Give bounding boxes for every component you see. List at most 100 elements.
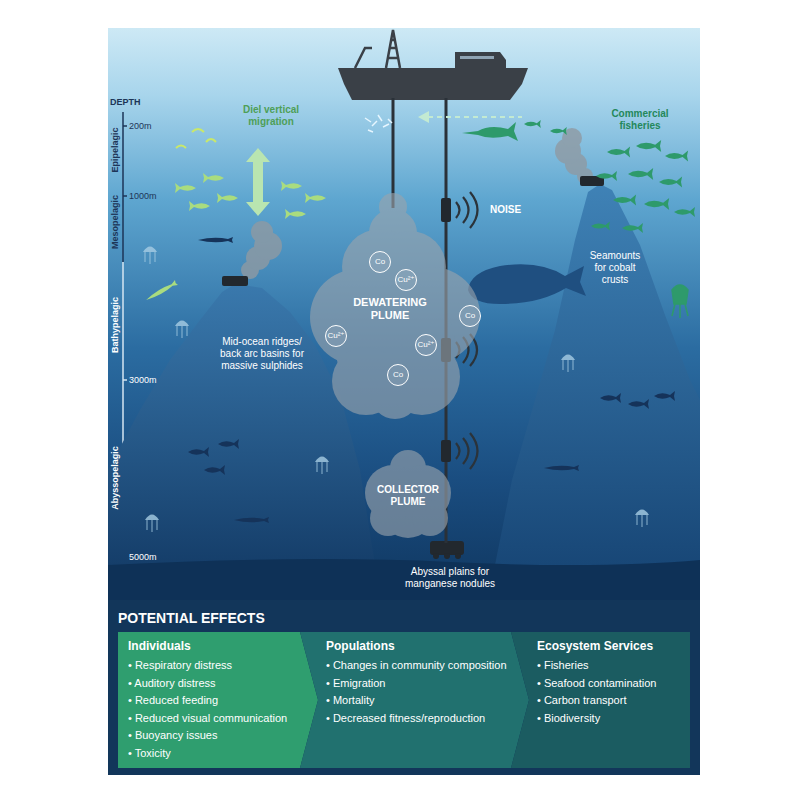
ion-symbol: Cu²⁺ [417,341,434,349]
effect-item: • Buoyancy issues [128,727,217,745]
ocean-background [108,28,700,600]
fish [674,207,695,217]
column-heading: Ecosystem Services [537,638,653,654]
depth-zone: Bathypelagic [110,297,121,353]
effect-item: • Seafood contamination [537,675,656,693]
collector-plume: COLLECTOR PLUME [358,448,458,538]
ship-hull [338,68,528,100]
ion-symbol: Co [375,258,385,266]
effects-panel: POTENTIAL EFFECTSIndividuals• Respirator… [108,600,700,775]
effect-item: • Respiratory distress [128,657,232,675]
migration-label: Diel vertical migration [232,104,310,128]
dewatering-plume: DEWATERING PLUMECoCu²⁺Cu²⁺CoCu²⁺Co [300,195,490,420]
fish [305,193,326,203]
jellyfish-group [143,247,649,533]
jellyfish [143,247,157,265]
depth-value: 1000m [129,191,157,202]
metal-ion: Co [459,305,481,327]
effects-chevron: Ecosystem Services• Fisheries• Seafood c… [511,632,690,768]
fish [281,181,302,191]
ion-symbol: Cu²⁺ [397,276,414,284]
zooplankton [176,129,216,148]
fish [644,198,669,210]
fish [203,173,224,183]
effect-item: • Biodiversity [537,710,600,728]
metal-ion: Cu²⁺ [395,269,417,291]
ship [338,30,528,100]
fish [285,209,306,219]
effect-item: • Reduced visual communication [128,710,287,728]
bridge-windows [460,56,494,59]
abyssal-plain [108,559,700,600]
chevron-fill [300,632,529,768]
fish [600,393,621,403]
effects-list: Individuals• Respiratory distress• Audit… [118,632,318,762]
ridge-vehicle [222,276,248,286]
fish [218,439,239,449]
site-label: Mid-ocean ridges/ back arc basins for ma… [212,336,312,372]
crust-smoke [555,128,593,184]
ion-symbol: Cu²⁺ [327,332,344,340]
fisheries-label: Commercial fisheries [592,108,688,132]
migration-arrow [246,148,270,216]
discharge-pipe [392,98,395,208]
metal-ion: Co [369,251,391,273]
smoke-puff [251,221,273,243]
fish [659,177,682,188]
cloud-shape [310,193,480,419]
fish [622,223,643,233]
effect-item: • Changes in community composition [326,657,507,675]
fish [596,171,617,181]
fish [607,147,630,158]
metal-ion: Cu²⁺ [415,334,437,356]
metal-ion: Cu²⁺ [325,325,347,347]
squid [672,285,688,318]
effect-item: • Carbon transport [537,692,626,710]
nodule-collector [430,541,464,555]
fisheries-arrow-line [428,116,522,118]
sound-wave [456,433,478,469]
effect-item: • Decreased fitness/reproduction [326,710,485,728]
fish [175,183,196,193]
seamount [495,184,700,565]
eel [234,517,269,523]
sound-wave [456,192,478,228]
eel [544,465,579,471]
site-label: Abyssal plains for manganese nodules [395,566,505,590]
fish [591,222,610,231]
axis-tick [123,379,127,381]
eel [198,237,233,243]
depth-value: 5000m [129,552,157,563]
derrick [386,30,400,68]
plume-label: COLLECTOR PLUME [373,484,443,508]
fish [217,193,238,203]
chevron-fill [511,632,690,768]
effect-item: • Emigration [326,675,386,693]
axis-title: DEPTH [110,97,141,108]
cloud-shape [365,450,451,538]
fish [628,168,653,180]
pump [441,198,451,222]
deep-fish [188,237,675,523]
effects-list: Populations• Changes in community compos… [300,632,529,727]
mesopelagic-fish [145,173,326,303]
depth-zone: Epipelagic [110,127,121,172]
depth-zone: Abyssopelagic [110,446,121,510]
ion-symbol: Co [465,312,475,320]
column-heading: Individuals [128,638,191,654]
depth-value: 200m [129,121,152,132]
site-label: Seamounts for cobalt crusts [585,250,645,286]
fish [628,399,649,409]
depth-zone: Mesopelagic [110,195,121,249]
fish [189,201,210,211]
wheel [433,553,439,559]
jellyfish [315,457,329,475]
jellyfish [635,510,649,528]
effects-chevron: Individuals• Respiratory distress• Audit… [118,632,318,768]
effects-chevron: Populations• Changes in community compos… [300,632,529,768]
noise-label: NOISE [490,204,521,216]
plume-label: DEWATERING PLUME [348,296,432,322]
fish [654,391,675,401]
ion-symbol: Co [393,371,403,379]
